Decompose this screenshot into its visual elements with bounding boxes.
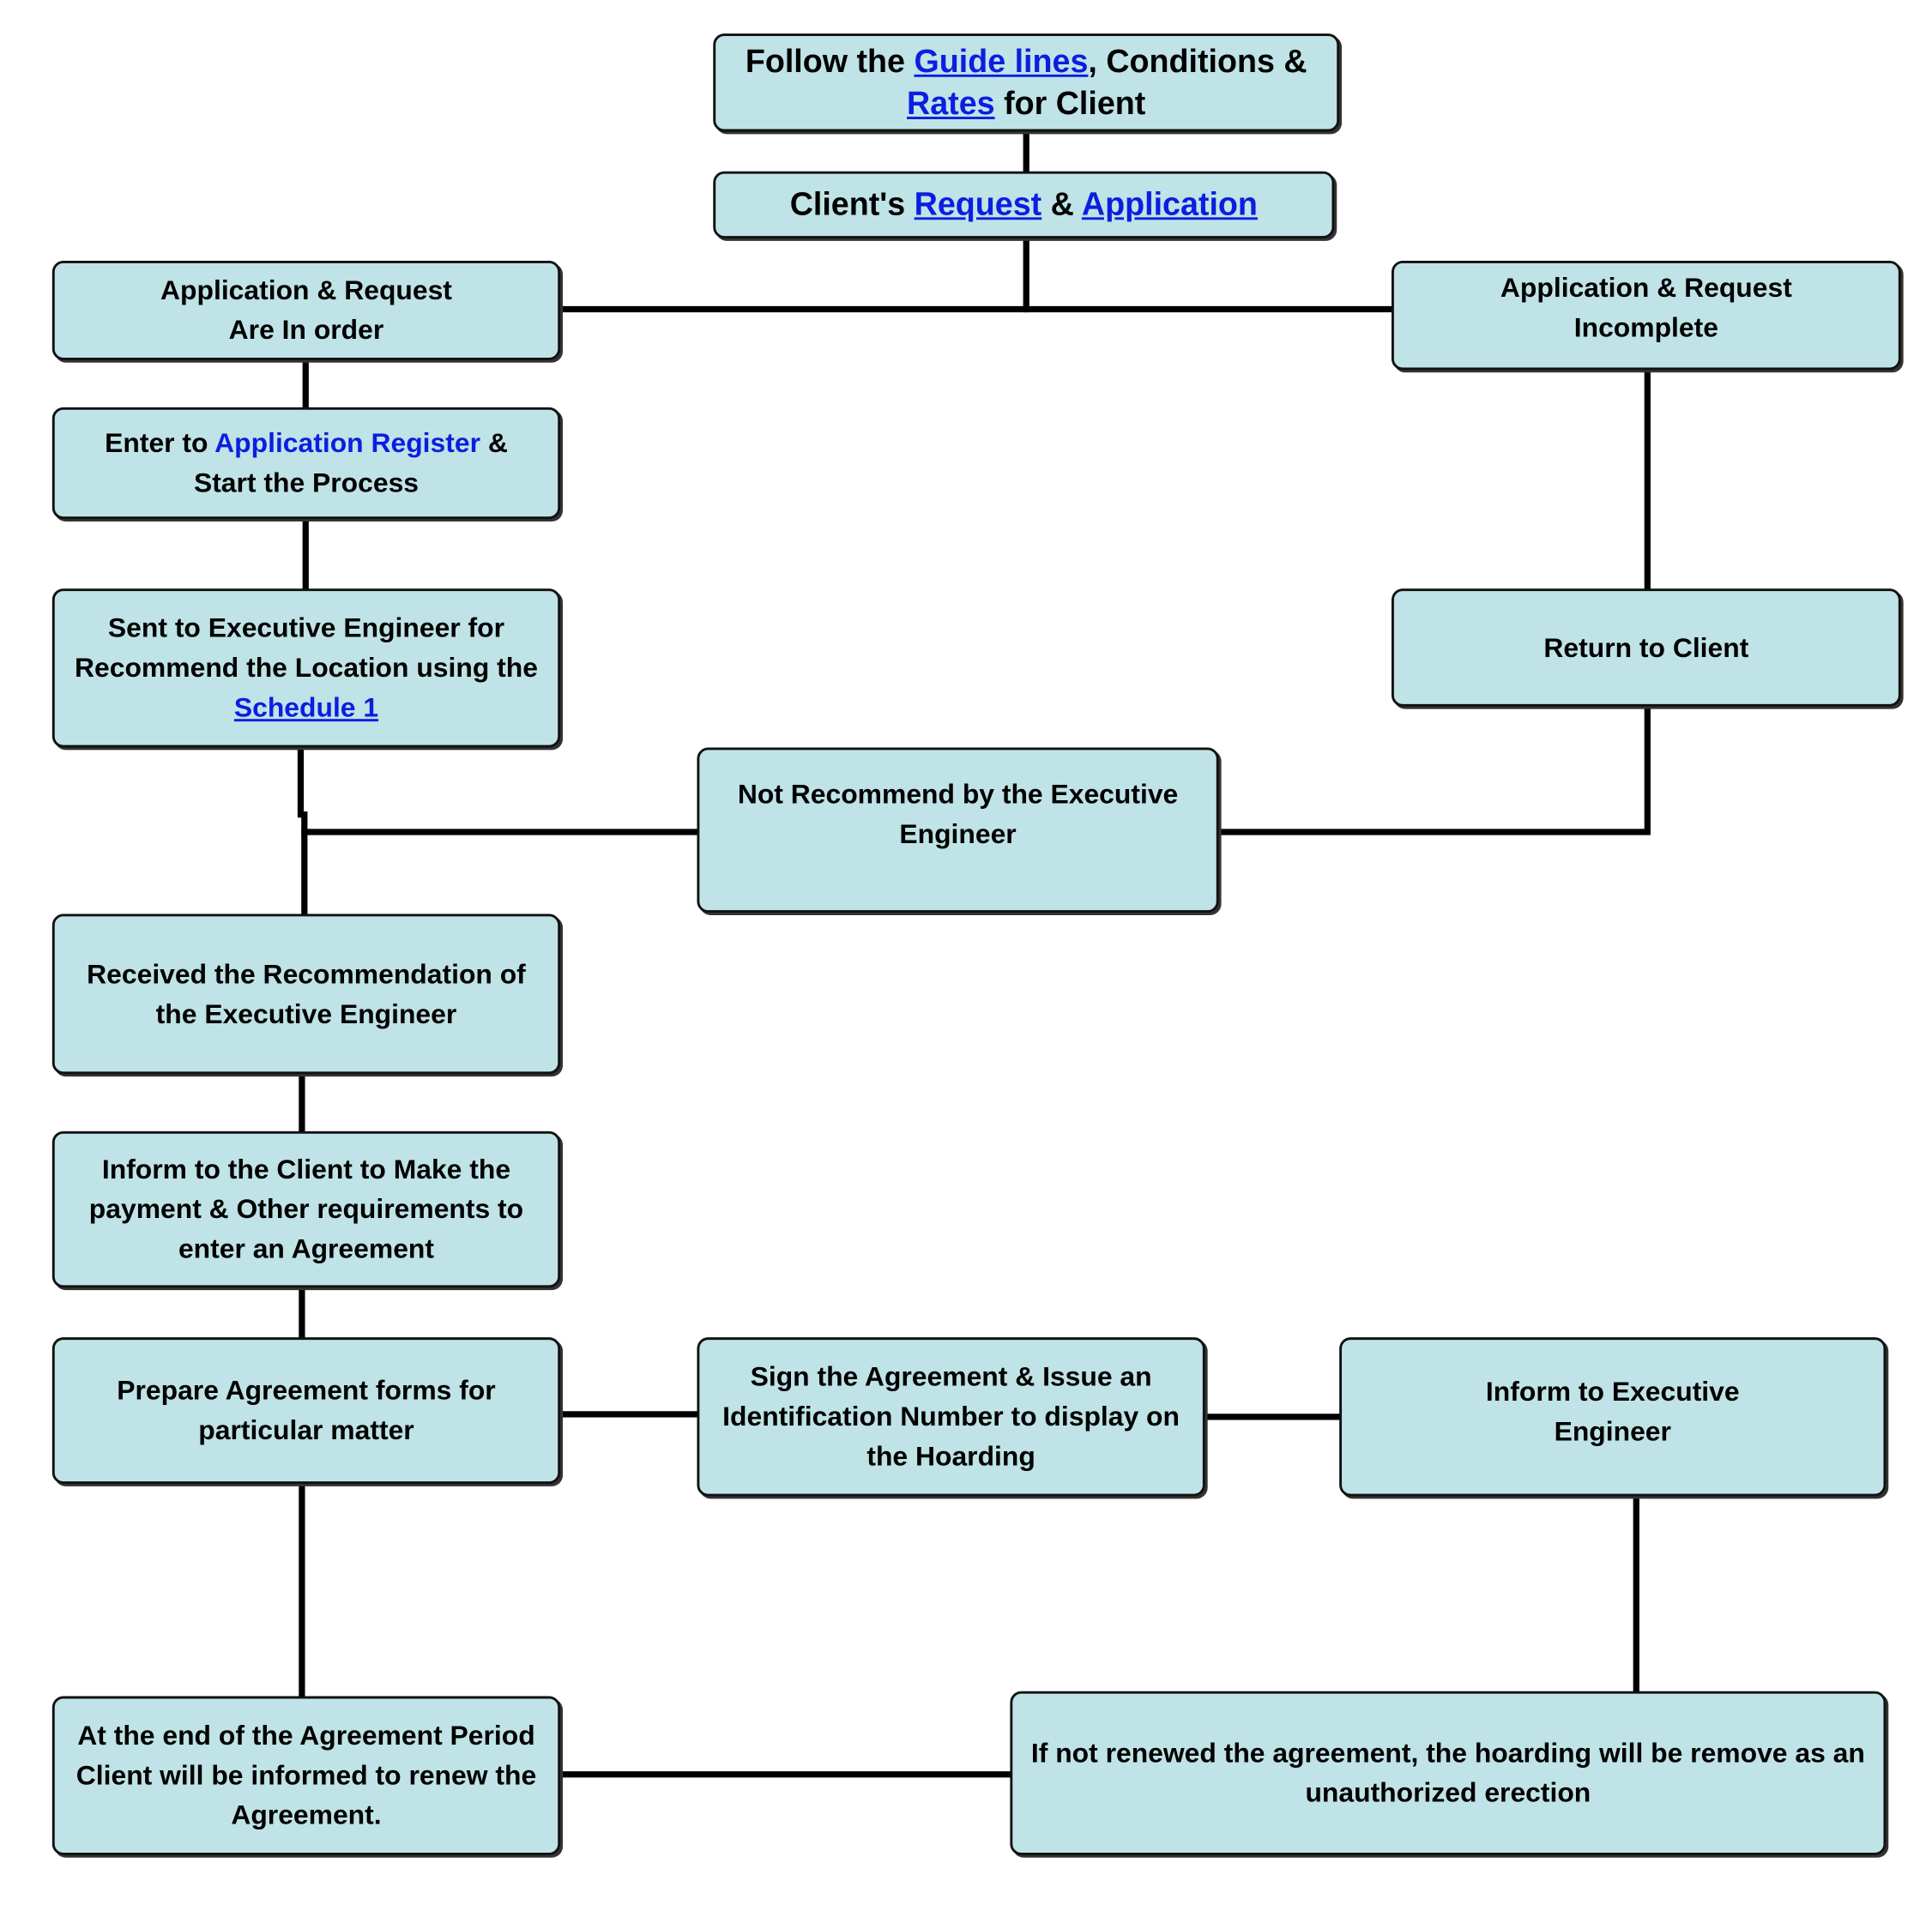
- guidelines-mid-text: , Conditions &: [1088, 41, 1307, 80]
- rates-link[interactable]: Rates: [907, 83, 995, 122]
- client-request-mid-text: &: [1041, 184, 1082, 223]
- received-recommendation-text: Received the Recommendation of the Execu…: [87, 958, 526, 1029]
- app-incomplete-line1: Application & Request: [1500, 272, 1792, 304]
- connector-sent-received: [297, 744, 308, 918]
- not-renewed-text: If not renewed the agreement, the hoardi…: [1030, 1737, 1865, 1808]
- not-renewed-box: If not renewed the agreement, the hoardi…: [1010, 1691, 1887, 1855]
- app-in-order-box: Application & Request Are In order: [51, 261, 561, 360]
- enter-register-pre-text: Enter to: [105, 427, 215, 459]
- sent-to-ee-text: Sent to Executive Engineer for Recommend…: [75, 612, 538, 684]
- inform-ee-text: Inform to Executive Engineer: [1485, 1376, 1740, 1447]
- app-in-order-line2: Are In order: [228, 314, 384, 346]
- prepare-forms-box: Prepare Agreement forms for particular m…: [51, 1337, 561, 1485]
- app-incomplete-box: Application & Request Incomplete: [1391, 261, 1901, 371]
- sign-agreement-box: Sign the Agreement & Issue an Identifica…: [697, 1337, 1205, 1497]
- client-request-box: Client's Request & Application: [713, 171, 1335, 238]
- client-request-pre-text: Client's: [789, 184, 915, 223]
- application-register-link[interactable]: Application Register: [214, 427, 480, 459]
- sent-to-ee-box: Sent to Executive Engineer for Recommend…: [51, 588, 561, 748]
- return-client-text: Return to Client: [1543, 631, 1749, 663]
- enter-register-post-text: & Start the Process: [193, 427, 508, 498]
- sign-agreement-text: Sign the Agreement & Issue an Identifica…: [722, 1360, 1180, 1472]
- inform-client-box: Inform to the Client to Make the payment…: [51, 1130, 561, 1288]
- connector-return-notrec: [1216, 703, 1651, 835]
- not-recommended-box: Not Recommend by the Executive Engineer: [697, 747, 1219, 913]
- not-recommended-text: Not Recommend by the Executive Engineer: [737, 778, 1179, 850]
- end-period-text: At the end of the Agreement Period Clien…: [75, 1720, 537, 1830]
- inform-ee-box: Inform to Executive Engineer: [1339, 1337, 1887, 1497]
- return-client-box: Return to Client: [1391, 588, 1901, 707]
- application-link[interactable]: Application: [1081, 184, 1258, 223]
- app-incomplete-line2: Incomplete: [1573, 311, 1718, 343]
- guidelines-link[interactable]: Guide lines: [914, 41, 1089, 80]
- guidelines-box: Follow the Guide lines, Conditions & Rat…: [713, 33, 1340, 132]
- guidelines-post-text: for Client: [994, 83, 1146, 122]
- app-in-order-line1: Application & Request: [160, 274, 452, 306]
- request-link[interactable]: Request: [914, 184, 1042, 223]
- received-recommendation-box: Received the Recommendation of the Execu…: [51, 913, 561, 1075]
- prepare-forms-text: Prepare Agreement forms for particular m…: [117, 1374, 496, 1446]
- enter-register-box: Enter to Application Register & Start th…: [51, 407, 561, 520]
- guidelines-pre-text: Follow the: [745, 41, 915, 80]
- end-period-box: At the end of the Agreement Period Clien…: [51, 1696, 561, 1855]
- inform-client-text: Inform to the Client to Make the payment…: [88, 1154, 524, 1264]
- schedule-1-link[interactable]: Schedule 1: [233, 691, 379, 723]
